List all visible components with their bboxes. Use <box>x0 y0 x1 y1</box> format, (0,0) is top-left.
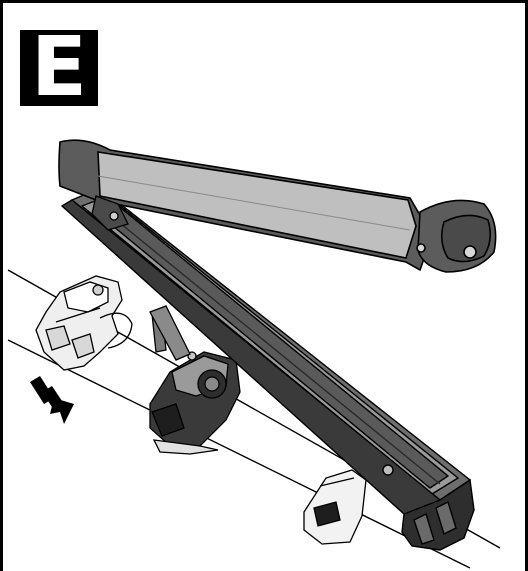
step-letter: E <box>30 20 87 115</box>
upper-arm <box>58 139 497 273</box>
direction-arrow-icon <box>30 376 74 424</box>
front-clamp <box>35 275 133 371</box>
end-clamp <box>303 469 367 545</box>
hinge-strut <box>91 195 191 361</box>
rear-clamp <box>149 311 241 455</box>
wheel-rail <box>60 187 475 551</box>
step-badge: E <box>20 20 98 115</box>
